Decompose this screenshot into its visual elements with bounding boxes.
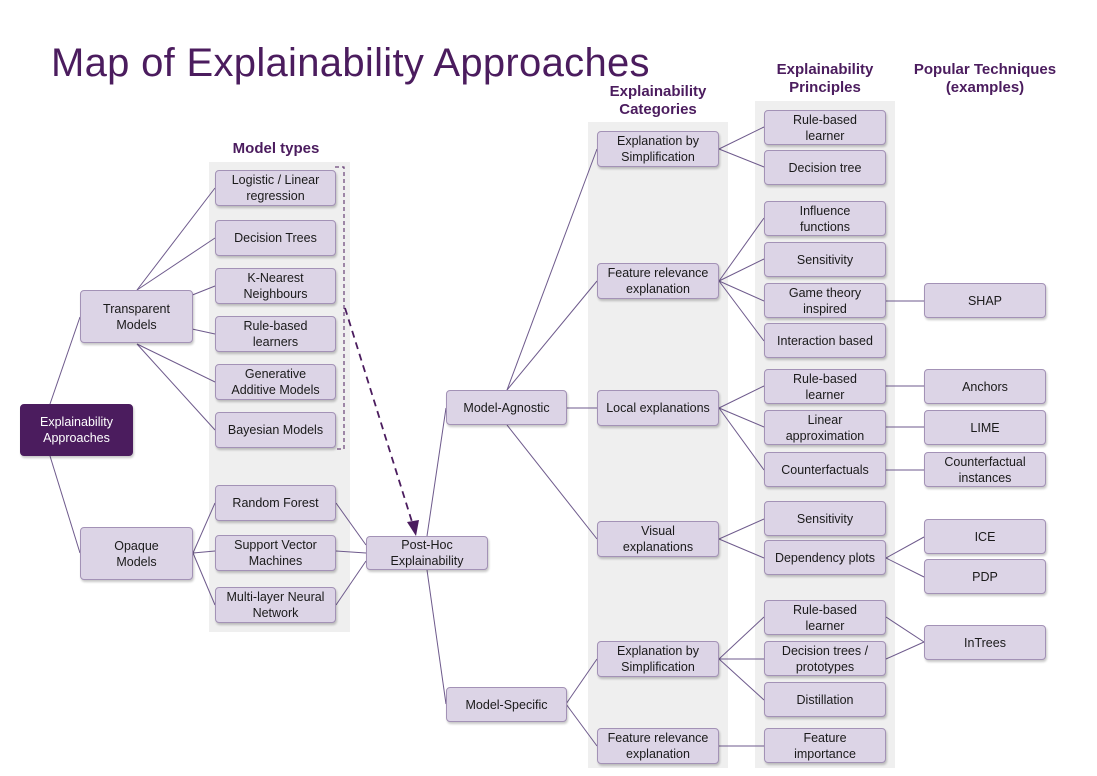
node-principle-distillation: Distillation bbox=[764, 682, 886, 717]
node-model-specific: Model-Specific bbox=[446, 687, 567, 722]
node-principle-interaction-based: Interaction based bbox=[764, 323, 886, 358]
node-technique-ice: ICE bbox=[924, 519, 1046, 554]
node-generative-additive-models: Generative Additive Models bbox=[215, 364, 336, 400]
node-technique-pdp: PDP bbox=[924, 559, 1046, 594]
header-model-types: Model types bbox=[232, 140, 320, 157]
node-principle-decision-trees-prototypes: Decision trees / prototypes bbox=[764, 641, 886, 676]
node-cat-explanation-by-simplification-1: Explanation by Simplification bbox=[597, 131, 719, 167]
node-technique-lime: LIME bbox=[924, 410, 1046, 445]
node-principle-dependency-plots: Dependency plots bbox=[764, 540, 886, 575]
node-principle-rule-based-learner-1: Rule-based learner bbox=[764, 110, 886, 145]
node-principle-game-theory: Game theory inspired bbox=[764, 283, 886, 318]
node-decision-trees: Decision Trees bbox=[215, 220, 336, 256]
node-cat-feature-relevance-1: Feature relevance explanation bbox=[597, 263, 719, 299]
node-cat-visual-explanations: Visual explanations bbox=[597, 521, 719, 557]
node-technique-counterfactual-instances: Counterfactual instances bbox=[924, 452, 1046, 487]
node-rule-based-learners: Rule-based learners bbox=[215, 316, 336, 352]
header-techniques: Popular Techniques (examples) bbox=[913, 61, 1057, 96]
node-transparent-models: Transparent Models bbox=[80, 290, 193, 343]
node-principle-rule-based-learner-3: Rule-based learner bbox=[764, 600, 886, 635]
node-technique-shap: SHAP bbox=[924, 283, 1046, 318]
header-categories: Explainability Categories bbox=[609, 83, 707, 118]
node-principle-linear-approximation: Linear approximation bbox=[764, 410, 886, 445]
node-post-hoc-explainability: Post-Hoc Explainability bbox=[366, 536, 488, 570]
node-random-forest: Random Forest bbox=[215, 485, 336, 521]
node-opaque-models: Opaque Models bbox=[80, 527, 193, 580]
node-principle-feature-importance: Feature importance bbox=[764, 728, 886, 763]
node-cat-explanation-by-simplification-2: Explanation by Simplification bbox=[597, 641, 719, 677]
node-principle-counterfactuals: Counterfactuals bbox=[764, 452, 886, 487]
node-k-nearest-neighbours: K-Nearest Neighbours bbox=[215, 268, 336, 304]
header-principles: Explainability Principles bbox=[776, 61, 874, 96]
node-cat-feature-relevance-2: Feature relevance explanation bbox=[597, 728, 719, 764]
node-principle-sensitivity-1: Sensitivity bbox=[764, 242, 886, 277]
node-logistic-regression: Logistic / Linear regression bbox=[215, 170, 336, 206]
node-principle-influence-functions: Influence functions bbox=[764, 201, 886, 236]
node-principle-rule-based-learner-2: Rule-based learner bbox=[764, 369, 886, 404]
node-explainability-approaches: Explainability Approaches bbox=[20, 404, 133, 456]
page-title: Map of Explainability Approaches bbox=[51, 40, 650, 85]
node-bayesian-models: Bayesian Models bbox=[215, 412, 336, 448]
node-support-vector-machines: Support Vector Machines bbox=[215, 535, 336, 571]
node-principle-decision-tree: Decision tree bbox=[764, 150, 886, 185]
node-technique-intrees: InTrees bbox=[924, 625, 1046, 660]
node-technique-anchors: Anchors bbox=[924, 369, 1046, 404]
node-model-agnostic: Model-Agnostic bbox=[446, 390, 567, 425]
node-principle-sensitivity-2: Sensitivity bbox=[764, 501, 886, 536]
node-multi-layer-neural-network: Multi-layer Neural Network bbox=[215, 587, 336, 623]
node-cat-local-explanations: Local explanations bbox=[597, 390, 719, 426]
